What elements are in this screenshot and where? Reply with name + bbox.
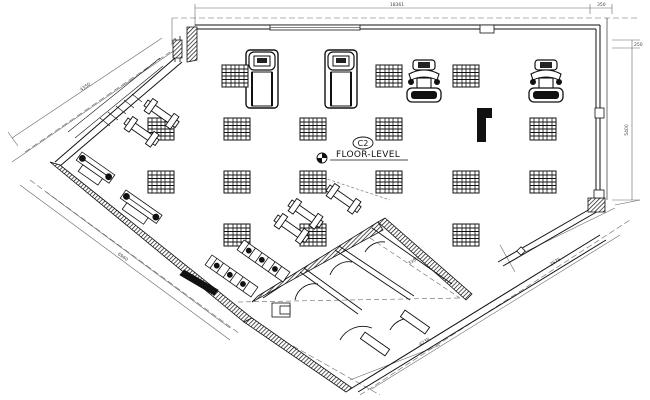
floor-mat [223, 117, 251, 141]
floor-mat [221, 64, 249, 88]
floor-mat [375, 64, 403, 88]
bench [123, 115, 160, 148]
dim-inner-room: 3380 [407, 256, 420, 267]
floor-mat [529, 170, 557, 194]
floor-mat [299, 170, 327, 194]
bench [325, 182, 362, 215]
bench [143, 97, 180, 130]
dim-left-lower: 6960 [116, 251, 129, 263]
exercise-bikes [406, 59, 564, 103]
floor-mat [452, 170, 480, 194]
weight-rack [236, 239, 291, 283]
dim-left-upper: 4350 [79, 81, 92, 92]
exercise-bike [528, 59, 564, 103]
dim-top-right-small: 350 [597, 2, 606, 8]
bench [273, 212, 310, 245]
ramp-lines [67, 57, 164, 139]
level-tag: C2 [358, 139, 369, 148]
level-marker: C2 FLOOR-LEVEL [316, 136, 408, 164]
floor-mat [452, 223, 480, 247]
hatched-walls [49, 24, 606, 393]
floor-mat [147, 170, 175, 194]
column [477, 108, 492, 142]
floor-mat [452, 64, 480, 88]
level-label: FLOOR-LEVEL [336, 150, 400, 160]
dim-right-small: 250 [634, 42, 643, 48]
dim-top-overall: 18361 [390, 2, 404, 8]
weight-machines [75, 151, 291, 298]
dim-bottom-right: 4238 [418, 337, 431, 348]
fixtures [279, 246, 526, 315]
bench [287, 197, 324, 230]
dim-right-vertical: 5400 [624, 124, 630, 136]
floor-mat [223, 170, 251, 194]
treadmill [245, 49, 279, 109]
floor-mat [375, 117, 403, 141]
weight-machine [75, 151, 116, 186]
weight-machine [119, 189, 163, 225]
level-tag-bubble [352, 136, 374, 150]
level-datum-icon [316, 152, 328, 164]
inner-partitions [294, 227, 453, 357]
exercise-bike [406, 59, 442, 103]
treadmills [245, 49, 358, 109]
floor-mat [299, 117, 327, 141]
floor-mat [375, 170, 403, 194]
floor-mat [529, 117, 557, 141]
treadmill [324, 49, 358, 109]
benches [123, 97, 362, 245]
weight-rack [204, 254, 259, 298]
